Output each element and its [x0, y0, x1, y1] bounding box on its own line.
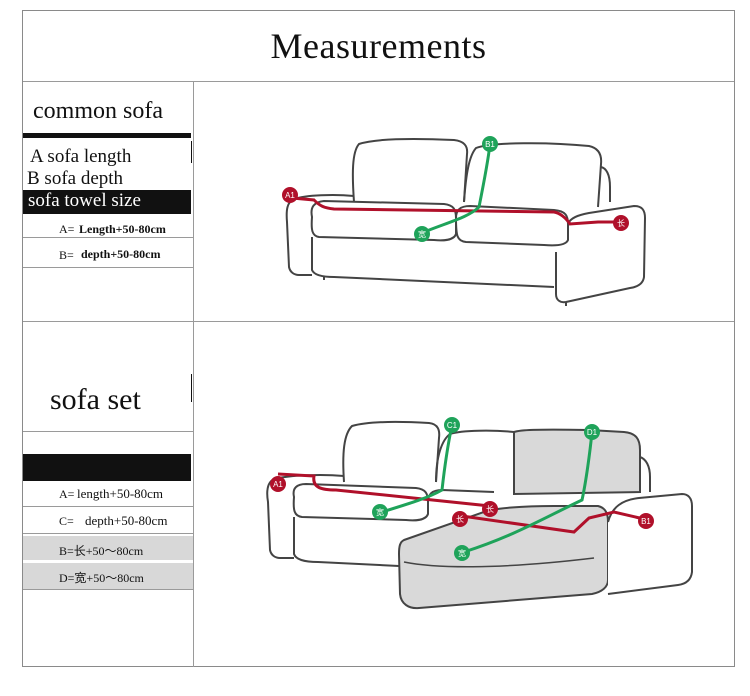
- svg-text:A1: A1: [273, 480, 283, 489]
- row-a-value: Length+50-80cm: [79, 222, 166, 236]
- divider: [23, 533, 193, 534]
- svg-text:宽: 宽: [458, 548, 466, 558]
- svg-text:长: 长: [617, 218, 625, 228]
- set-row-d: D=宽+50～80cm: [59, 571, 144, 585]
- divider: [191, 141, 192, 163]
- set-row-c-prefix: C=: [59, 514, 74, 528]
- sofa-length-label: A sofa length: [30, 146, 132, 167]
- marker-b1: B1: [482, 136, 498, 152]
- marker-kuan: 宽: [414, 226, 430, 242]
- page-title: Measurements: [270, 26, 487, 66]
- marker-d1: D1: [584, 424, 600, 440]
- marker-a1: A1: [270, 476, 286, 492]
- depth-line-chaise: [463, 431, 594, 554]
- divider: [23, 81, 734, 82]
- row-b-value: depth+50-80cm: [81, 247, 161, 261]
- measurement-frame: Measurements common sofa A sofa length B…: [22, 10, 735, 667]
- depth-line: [423, 143, 492, 234]
- row-a-prefix: A=: [59, 222, 75, 236]
- row-b-prefix: B=: [59, 248, 74, 262]
- divider: [193, 82, 194, 667]
- common-sofa-diagram: A1 B1 宽 长: [282, 136, 646, 306]
- set-row-d-bg: [23, 563, 193, 589]
- length-line: [291, 196, 618, 226]
- chaise-section: [397, 428, 693, 610]
- common-sofa-header: common sofa: [33, 98, 163, 124]
- marker-a1: A1: [282, 187, 298, 203]
- divider: [23, 589, 193, 590]
- set-row-a-prefix: A=: [59, 487, 75, 501]
- divider: [23, 267, 193, 268]
- svg-text:长: 长: [486, 504, 494, 514]
- svg-text:C1: C1: [447, 421, 458, 430]
- towel-size-label: sofa towel size: [23, 190, 191, 214]
- divider: [191, 374, 192, 402]
- sofa-depth-label: B sofa depth: [27, 168, 124, 189]
- length-line-chaise: [461, 510, 645, 534]
- sofa-set-diagram: A1 C1 D1 B1 宽 长 长 宽: [266, 417, 693, 610]
- set-row-c-value: depth+50-80cm: [85, 513, 168, 528]
- divider-bar: [23, 454, 191, 481]
- length-line-left: [277, 472, 491, 508]
- svg-text:长: 长: [456, 514, 464, 524]
- marker-kuan-chaise: 宽: [454, 545, 470, 561]
- marker-chang-chaise: 长: [452, 511, 468, 527]
- divider: [23, 431, 193, 432]
- set-row-a-value: length+50-80cm: [77, 486, 164, 501]
- divider: [23, 321, 734, 322]
- svg-text:宽: 宽: [418, 229, 426, 239]
- set-row-b: B=长+50～80cm: [59, 544, 144, 558]
- marker-b1: B1: [638, 513, 654, 529]
- svg-text:B1: B1: [641, 517, 651, 526]
- svg-text:B1: B1: [485, 140, 495, 149]
- set-row-b-bg: [23, 536, 193, 560]
- sofa-set-header: sofa set: [50, 383, 141, 416]
- svg-text:宽: 宽: [376, 507, 384, 517]
- marker-chang-left: 长: [482, 501, 498, 517]
- divider: [23, 237, 193, 238]
- depth-line-left: [381, 424, 454, 514]
- marker-c1: C1: [444, 417, 460, 433]
- marker-chang: 长: [613, 215, 629, 231]
- svg-text:D1: D1: [587, 428, 598, 437]
- marker-kuan-left: 宽: [372, 504, 388, 520]
- divider-bar: [23, 133, 191, 138]
- divider: [23, 506, 193, 507]
- svg-text:A1: A1: [285, 191, 295, 200]
